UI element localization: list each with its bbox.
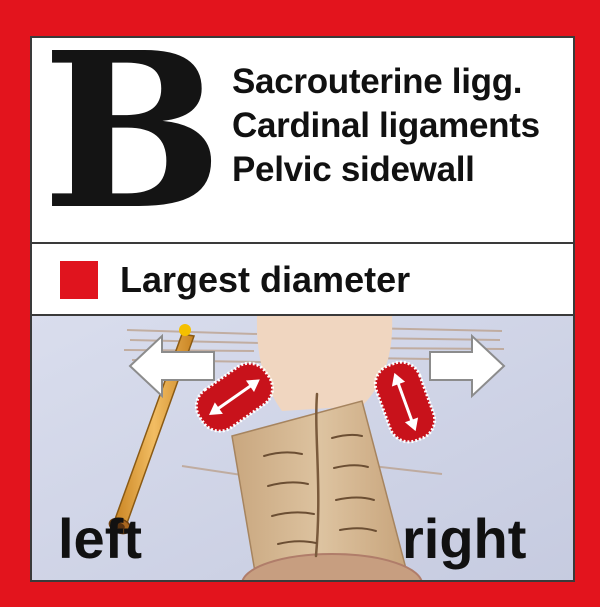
header: B Sacrouterine ligg. Cardinal ligaments … — [32, 38, 573, 244]
structure-line-3: Pelvic sidewall — [232, 148, 540, 192]
legend-swatch — [60, 261, 98, 299]
stage-letter: B — [42, 36, 212, 242]
card-panel: B Sacrouterine ligg. Cardinal ligaments … — [30, 36, 575, 582]
label-right: right — [402, 509, 526, 569]
structure-line-2: Cardinal ligaments — [232, 104, 540, 148]
label-left: left — [58, 509, 142, 569]
structure-list: Sacrouterine ligg. Cardinal ligaments Pe… — [232, 60, 540, 192]
structure-line-1: Sacrouterine ligg. — [232, 60, 540, 104]
illustration: left right — [32, 316, 575, 582]
legend: Largest diameter — [32, 244, 573, 316]
legend-label: Largest diameter — [120, 256, 410, 304]
